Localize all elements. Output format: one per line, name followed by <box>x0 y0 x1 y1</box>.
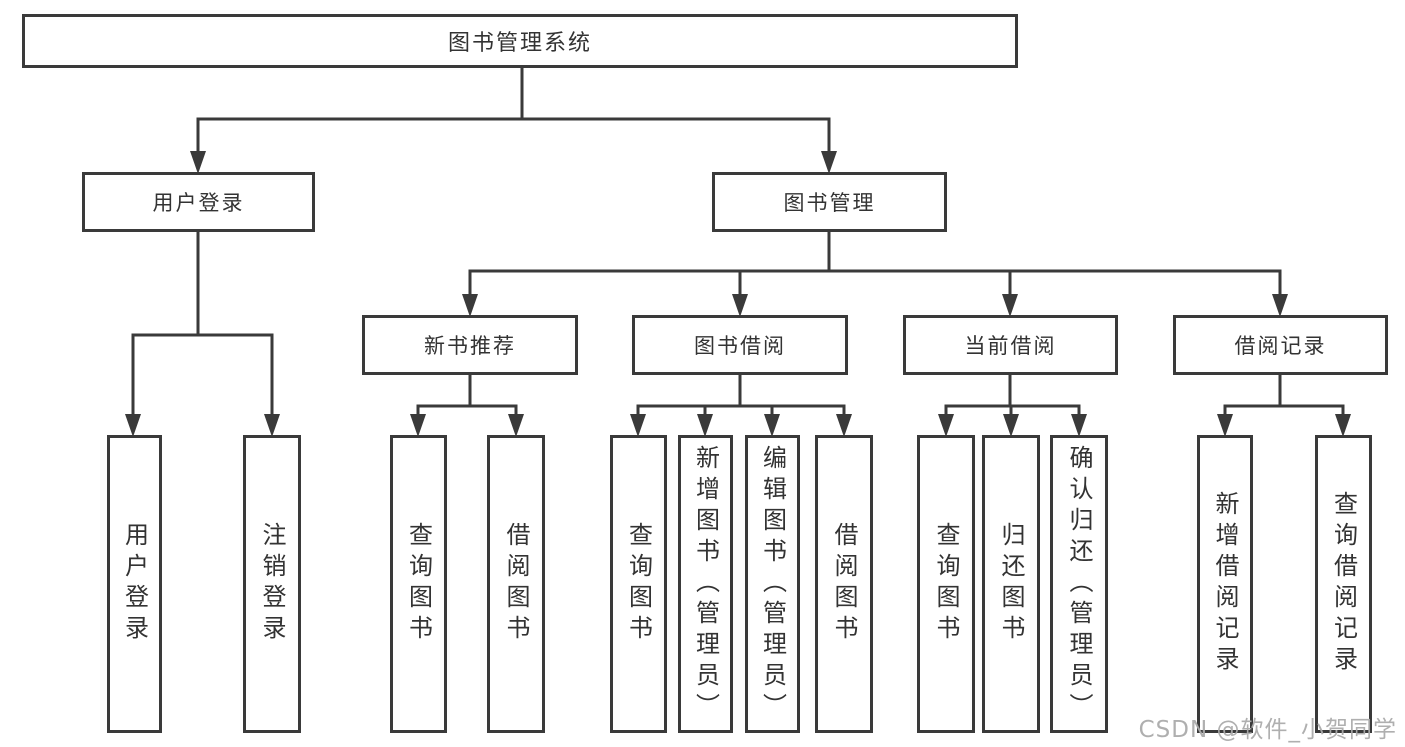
leaf-label: 查询图书 <box>932 522 960 646</box>
node-label: 借阅记录 <box>1234 334 1327 358</box>
leaf-query-books-current: 查询图书 <box>917 435 975 733</box>
csdn-watermark: CSDN @软件_小贺同学 <box>1138 717 1397 743</box>
leaf-query-books-recommend: 查询图书 <box>390 435 447 733</box>
leaf-label: 确认归还（管理员） <box>1065 444 1093 724</box>
leaf-label: 用户登录 <box>120 522 149 646</box>
leaf-label: 编辑图书（管理员） <box>758 444 787 724</box>
leaf-label: 新增借阅记录 <box>1211 491 1239 677</box>
leaf-borrow-books-recommend: 借阅图书 <box>487 435 545 733</box>
node-label: 用户登录 <box>152 191 245 215</box>
leaf-return-books: 归还图书 <box>982 435 1040 733</box>
node-library-management-system: 图书管理系统 <box>22 14 1018 68</box>
node-current-borrowing: 当前借阅 <box>903 315 1118 375</box>
leaf-label: 归还图书 <box>997 522 1025 646</box>
leaf-label: 注销登录 <box>258 522 286 646</box>
leaf-user-login: 用户登录 <box>107 435 162 733</box>
node-label: 图书管理系统 <box>447 31 592 56</box>
node-book-borrowing: 图书借阅 <box>632 315 848 375</box>
leaf-label: 查询图书 <box>404 522 433 646</box>
leaf-borrow-books-borrowing: 借阅图书 <box>815 435 873 733</box>
leaf-add-borrow-record: 新增借阅记录 <box>1197 435 1253 733</box>
leaf-label: 查询图书 <box>624 522 653 646</box>
leaf-logout: 注销登录 <box>243 435 301 733</box>
node-book-management: 图书管理 <box>712 172 947 232</box>
leaf-edit-books-admin: 编辑图书（管理员） <box>745 435 800 733</box>
node-user-login: 用户登录 <box>82 172 315 232</box>
leaf-confirm-return-admin: 确认归还（管理员） <box>1050 435 1108 733</box>
node-new-book-recommendation: 新书推荐 <box>362 315 578 375</box>
leaf-add-books-admin: 新增图书（管理员） <box>678 435 733 733</box>
node-label: 图书借阅 <box>694 334 786 358</box>
node-borrowing-records: 借阅记录 <box>1173 315 1388 375</box>
node-label: 图书管理 <box>783 191 876 215</box>
leaf-query-books-borrowing: 查询图书 <box>610 435 667 733</box>
leaf-label: 新增图书（管理员） <box>691 444 720 724</box>
leaf-query-borrow-record: 查询借阅记录 <box>1315 435 1372 733</box>
leaf-label: 借阅图书 <box>502 522 530 646</box>
leaf-label: 查询借阅记录 <box>1329 491 1358 677</box>
node-label: 新书推荐 <box>424 334 516 358</box>
node-label: 当前借阅 <box>964 334 1057 358</box>
leaf-label: 借阅图书 <box>830 522 858 646</box>
